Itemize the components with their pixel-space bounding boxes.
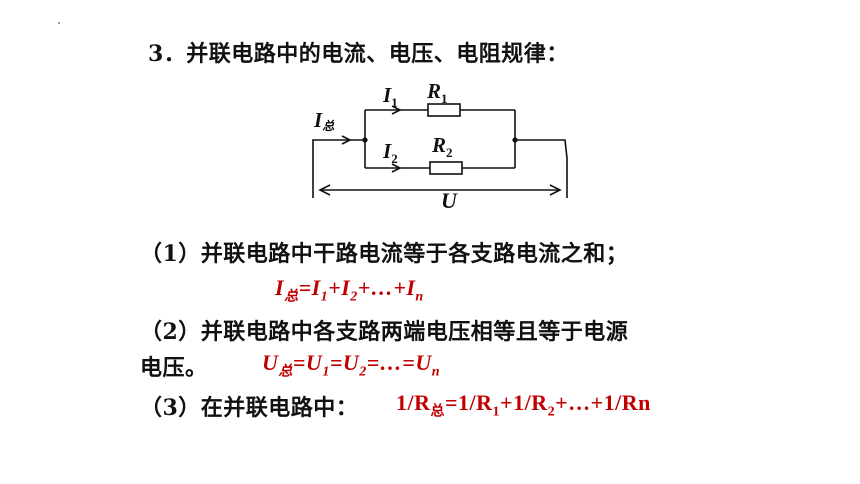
item3-formula: 1/R总=1/R1+1/R2+…+1/Rn bbox=[396, 390, 651, 420]
i1-current-arrow bbox=[391, 105, 402, 115]
right-junction-dot bbox=[512, 137, 518, 143]
item2-formula: U总=U1=U2=…=Un bbox=[262, 350, 441, 380]
i2-current-arrow bbox=[391, 163, 402, 173]
label-r2: R2 bbox=[431, 133, 453, 160]
left-junction-dot bbox=[362, 137, 368, 143]
label-u: U bbox=[441, 188, 458, 213]
item1-text: （1）并联电路中干路电流等于各支路电流之和； bbox=[140, 241, 629, 267]
item2-text-line2: 电压。 bbox=[140, 355, 208, 381]
label-r1: R1 bbox=[426, 79, 448, 106]
item2-text-line1: （2）并联电路中各支路两端电压相等且等于电源 bbox=[140, 319, 629, 345]
item3-text: （3）在并联电路中： bbox=[140, 395, 359, 421]
label-i-total: I总 bbox=[313, 108, 335, 133]
label-i1: I1 bbox=[382, 83, 398, 110]
voltage-right-arrowhead bbox=[549, 184, 562, 196]
left-lead-wire bbox=[312, 139, 365, 198]
item1-formula: I总=I1+I2+…+In bbox=[275, 275, 424, 305]
corner-dot bbox=[58, 22, 60, 24]
voltage-left-arrowhead bbox=[318, 184, 331, 196]
total-current-arrow bbox=[341, 135, 352, 145]
right-lead-wire bbox=[515, 139, 568, 198]
section-heading: 3．并联电路中的电流、电压、电阻规律： bbox=[148, 41, 569, 67]
resistor-r2 bbox=[429, 161, 463, 175]
label-i2: I2 bbox=[382, 139, 398, 166]
